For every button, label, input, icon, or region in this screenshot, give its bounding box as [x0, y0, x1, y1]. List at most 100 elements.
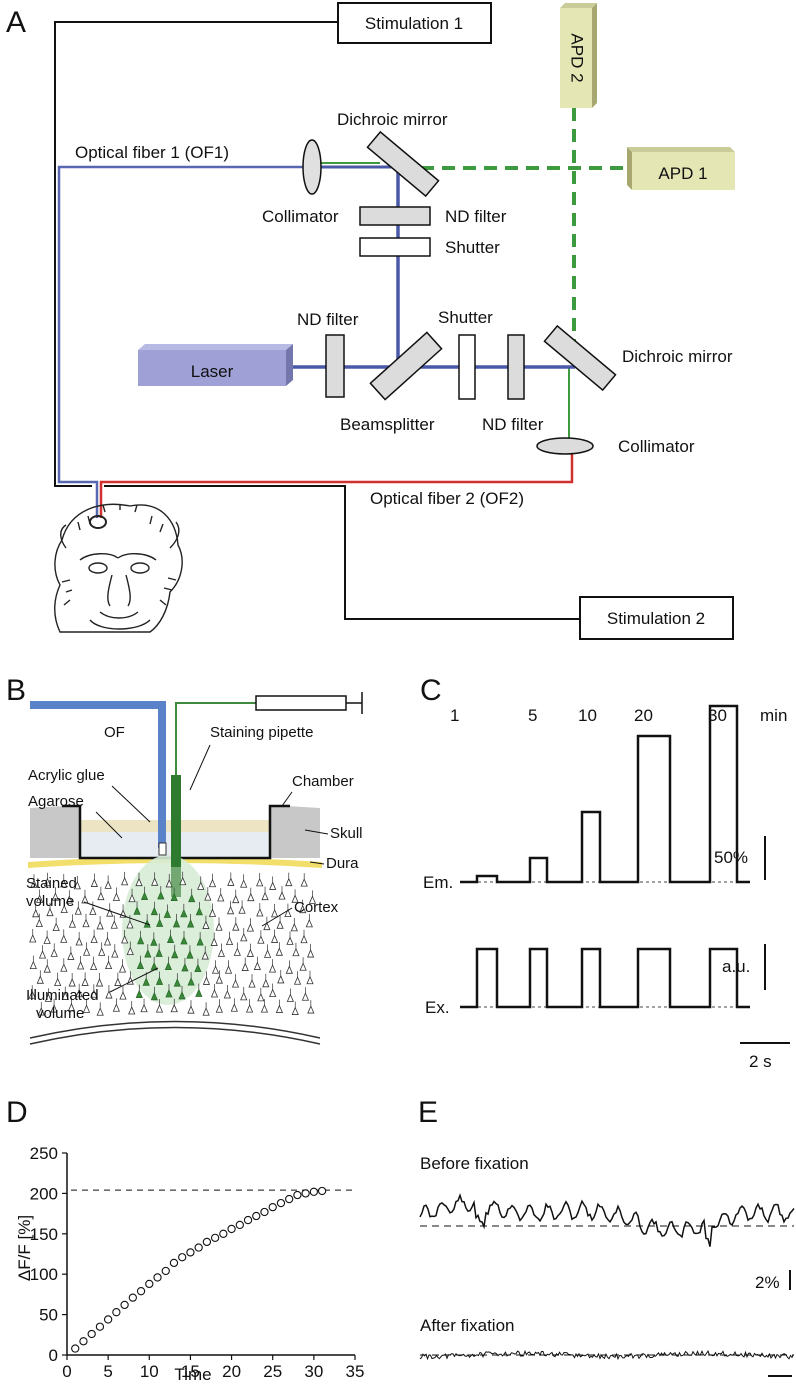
stained-neuron: [187, 919, 195, 928]
neuron: [96, 920, 104, 930]
neuron: [256, 907, 264, 917]
data-point: [71, 1344, 80, 1353]
neuron: [90, 961, 98, 971]
neuron: [65, 895, 73, 904]
neuron: [225, 936, 234, 946]
stained-neuron: [180, 935, 188, 945]
stimulation2-label: Stimulation 2: [607, 609, 705, 628]
neuron: [118, 964, 127, 973]
emission-trace: [460, 704, 750, 884]
stained-neuron: [188, 893, 196, 903]
ex-label: Ex.: [425, 998, 450, 1017]
monkey-illustration: [54, 503, 183, 633]
neuron: [103, 936, 112, 946]
neuron: [210, 988, 219, 998]
data-point: [243, 1215, 253, 1225]
nd-filter-left: [325, 334, 345, 398]
neuron: [50, 948, 58, 957]
stained-neuron: [144, 949, 152, 958]
neuron: [97, 891, 105, 901]
neuron: [285, 877, 293, 887]
nd-filter-mid-label: ND filter: [482, 415, 544, 434]
stained-neuron: [196, 937, 204, 946]
optical-fiber-b: [30, 701, 166, 848]
shutter-top: [359, 237, 431, 257]
staining-pipette-label: Staining pipette: [210, 724, 313, 741]
y-tick-label: 50: [39, 1306, 58, 1325]
laser-box: [138, 344, 293, 386]
data-point: [194, 1243, 203, 1252]
data-point: [95, 1322, 105, 1331]
cortex-label: Cortex: [294, 899, 339, 916]
optical-fiber2-line: [99, 446, 574, 518]
neuron: [60, 904, 68, 914]
neuron: [38, 950, 47, 959]
skull-leader: [304, 829, 329, 835]
stained-neuron: [173, 978, 181, 987]
apd1-box: [627, 147, 735, 190]
stimulation1-label: Stimulation 1: [365, 14, 463, 33]
neuron: [291, 1006, 299, 1015]
neuron: [240, 879, 248, 888]
neuron: [232, 894, 240, 904]
staining-pipette: [171, 775, 181, 867]
x-tick-label: 20: [222, 1362, 241, 1381]
neuron: [135, 877, 143, 887]
stained-volume-label-2: volume: [26, 893, 74, 910]
cortex-boundary-inner: [29, 1026, 321, 1045]
of-label: OF: [104, 724, 125, 741]
shutter-mid: [458, 334, 476, 400]
neuron: [60, 963, 68, 972]
stained-neuron: [181, 962, 189, 972]
collimator-bottom-label: Collimator: [618, 437, 695, 456]
neuron: [73, 880, 81, 890]
x-axis-label: Time: [174, 1365, 211, 1384]
neuron: [104, 880, 112, 889]
neuron: [226, 905, 235, 915]
neuron: [36, 894, 44, 903]
neuron: [54, 977, 62, 986]
y-tick-label: 200: [30, 1184, 58, 1203]
stained-neuron: [133, 906, 141, 915]
stained-neuron: [186, 950, 194, 959]
neuron: [197, 881, 205, 890]
neuron: [260, 1004, 269, 1013]
neuron: [268, 964, 277, 973]
excitation-trace: [460, 947, 750, 1009]
stained-neuron: [155, 948, 163, 957]
neuron: [165, 878, 173, 888]
shutter-top-label: Shutter: [445, 238, 500, 257]
pipette-tube: [175, 702, 256, 775]
neuron: [105, 990, 113, 999]
neuron: [301, 992, 310, 1001]
stained-neuron: [178, 990, 186, 1000]
neuron: [67, 1002, 76, 1012]
time-unit-label: min: [760, 706, 787, 725]
neuron: [81, 977, 89, 986]
beamsplitter-label: Beamsplitter: [340, 415, 435, 434]
em-label: Em.: [423, 873, 453, 892]
collimator-bottom: [536, 437, 594, 455]
stained-neuron: [165, 988, 173, 998]
neuron: [114, 977, 122, 986]
data-point: [169, 1258, 179, 1268]
neuron: [305, 918, 313, 928]
stained-neuron: [187, 977, 195, 986]
neuron: [29, 960, 37, 970]
neuron: [261, 891, 269, 901]
data-point: [136, 1287, 146, 1296]
stained-neuron: [156, 918, 164, 927]
data-point: [285, 1194, 294, 1204]
stained-neuron: [180, 908, 188, 918]
neuron: [284, 908, 292, 918]
neuron: [95, 978, 104, 987]
neuron: [299, 962, 307, 971]
illuminated-volume-leader: [109, 967, 159, 993]
neuron: [82, 918, 90, 928]
neuron: [257, 992, 265, 1002]
illuminated-volume-label-2: volume: [36, 1005, 84, 1022]
neuron: [215, 922, 223, 931]
neuron: [215, 975, 223, 984]
